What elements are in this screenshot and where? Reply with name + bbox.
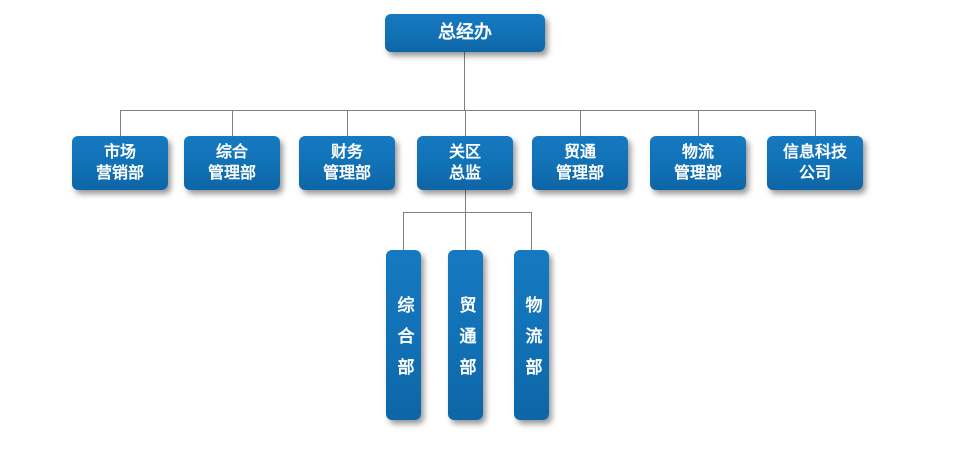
- node-label-line2: 管理部: [322, 163, 371, 182]
- node-label: 物流部: [521, 295, 542, 389]
- node-label-line2: 管理部: [207, 163, 256, 182]
- connector-stub-marketing: [120, 110, 121, 137]
- node-label-line1: 财务: [330, 142, 363, 162]
- node-general-dept: 综合部: [386, 250, 421, 420]
- connector-stub-general-dept: [403, 212, 404, 250]
- connector-stub-trade-mgmt: [580, 110, 581, 137]
- node-general-admin-dept: 综合 管理部: [184, 136, 280, 190]
- connector-stub-director: [465, 110, 466, 137]
- connector-stub-general-admin: [232, 110, 233, 137]
- node-label: 综合部: [393, 295, 414, 389]
- node-label-line1: 物流: [681, 142, 714, 162]
- node-label-line2: 总监: [448, 163, 481, 182]
- node-label-line1: 关区: [448, 142, 481, 162]
- connector-stub-logistics-dept: [531, 212, 532, 250]
- node-trade-mgmt-dept: 贸通 管理部: [532, 136, 628, 190]
- connector-root-down: [464, 52, 465, 110]
- node-label-line2: 管理部: [555, 163, 604, 182]
- connector-level2-rail: [120, 110, 816, 111]
- node-finance-dept: 财务 管理部: [299, 136, 395, 190]
- node-label-line2: 公司: [798, 163, 831, 182]
- connector-stub-finance: [347, 110, 348, 137]
- node-customs-director: 关区 总监: [417, 136, 513, 190]
- node-general-manager-office: 总经办: [385, 14, 545, 52]
- node-label-line2: 营销部: [95, 163, 144, 182]
- node-trade-dept: 贸通部: [448, 250, 483, 420]
- node-logistics-mgmt-dept: 物流 管理部: [650, 136, 746, 190]
- node-logistics-dept: 物流部: [514, 250, 549, 420]
- node-label: 总经办: [438, 22, 492, 44]
- connector-stub-logistics-mgmt: [698, 110, 699, 137]
- node-label-line2: 管理部: [673, 163, 722, 182]
- node-it-company: 信息科技 公司: [767, 136, 863, 190]
- connector-director-down: [465, 190, 466, 250]
- connector-stub-it-company: [815, 110, 816, 137]
- node-label-line1: 市场: [103, 142, 136, 162]
- node-label-line1: 信息科技: [782, 142, 847, 162]
- node-label-line1: 综合: [215, 142, 248, 162]
- connector-level3-rail: [403, 212, 532, 213]
- node-label-line1: 贸通: [563, 142, 596, 162]
- node-label: 贸通部: [455, 295, 476, 389]
- node-marketing-dept: 市场 营销部: [72, 136, 168, 190]
